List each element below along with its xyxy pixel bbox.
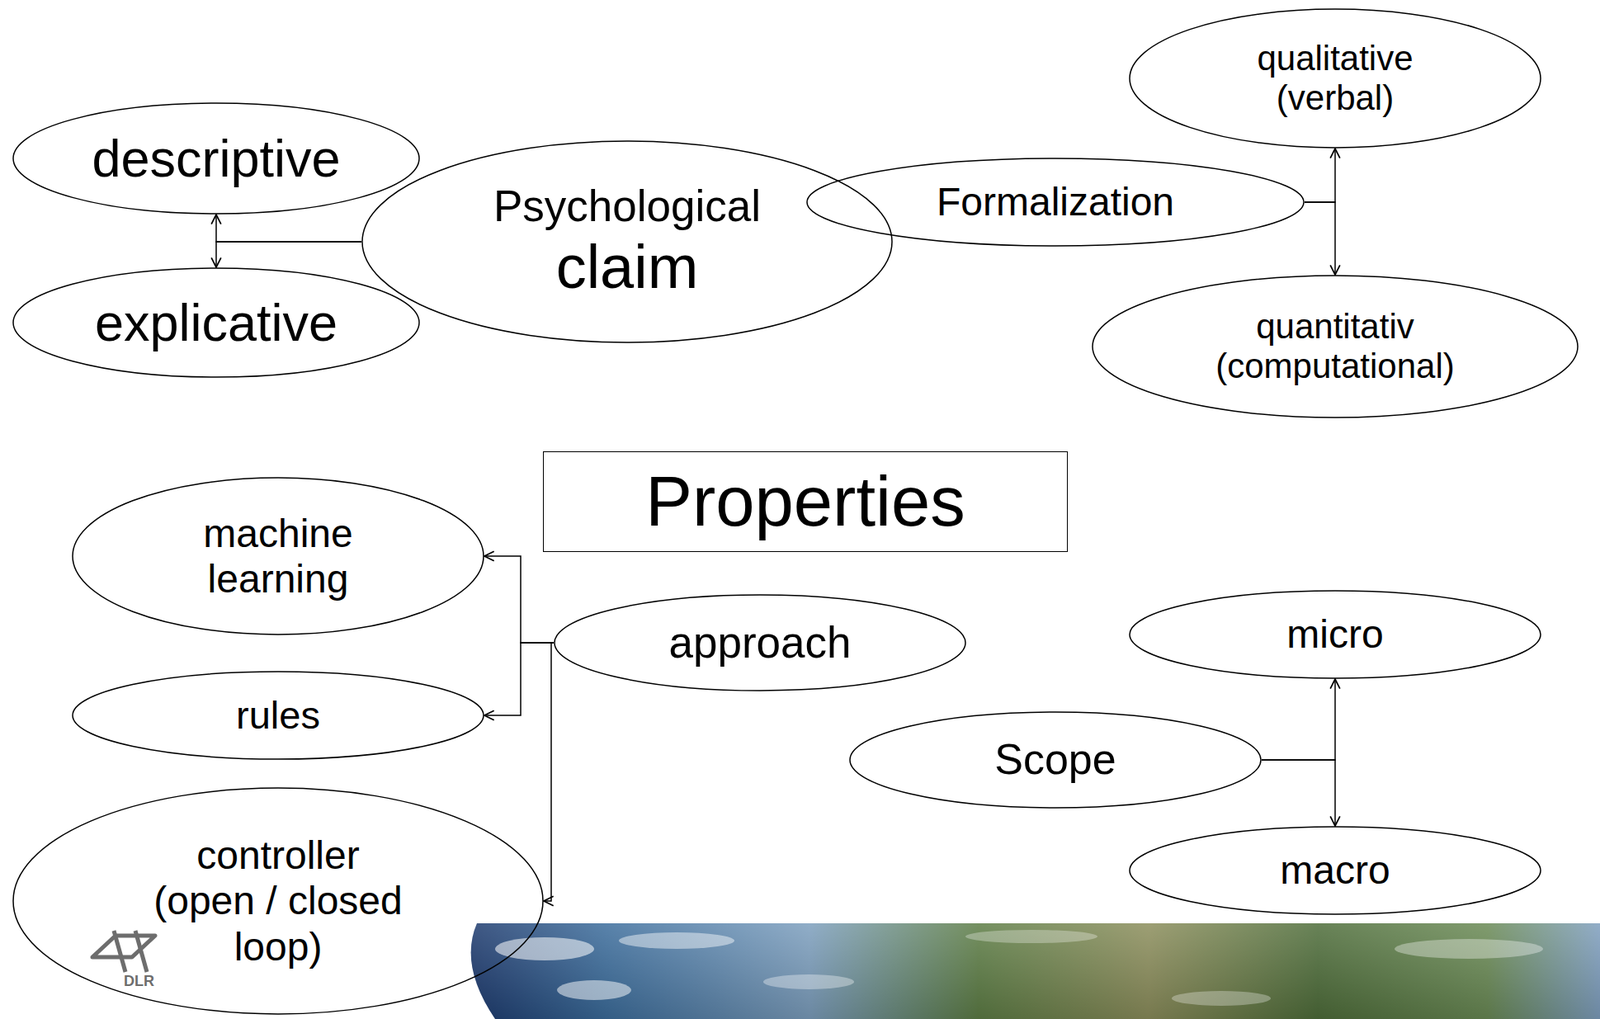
ellipse-node: controller (open / closed loop) — [12, 787, 544, 1015]
ellipse-node: qualitative (verbal) — [1128, 8, 1542, 149]
ellipse-node: Formalization — [806, 157, 1305, 247]
earth-surface — [471, 923, 1600, 1019]
ellipse-node: Psychologicalclaim — [361, 140, 893, 344]
node-label: rules — [235, 693, 321, 738]
ellipse-node: explicative — [12, 267, 421, 378]
ellipse-border — [362, 141, 893, 343]
ellipse-node: approach — [553, 594, 967, 692]
ellipse-node: descriptive — [12, 102, 421, 215]
ellipse-node: Scope — [849, 711, 1262, 809]
node-label: approach — [668, 618, 851, 669]
text-group: macro — [1279, 847, 1390, 893]
ellipse-border — [13, 788, 543, 1015]
arrow-connector — [1261, 679, 1336, 760]
node-label: Formalization — [936, 179, 1175, 225]
node-label: claim — [556, 231, 699, 303]
node-label: controller (open / closed loop) — [146, 832, 411, 970]
text-group: machine learning — [187, 510, 369, 602]
text-group: descriptive — [91, 128, 340, 189]
ellipse-border — [13, 103, 420, 214]
text-group: controller (open / closed loop) — [146, 832, 411, 970]
ellipse-border — [13, 268, 420, 378]
text-group: explicative — [94, 292, 338, 353]
ellipse-node: macro — [1128, 825, 1542, 916]
logo-symbol — [92, 930, 156, 973]
ellipse-border — [72, 477, 484, 635]
text-group: rules — [235, 693, 321, 738]
text-group: quantitativ (computational) — [1207, 306, 1464, 388]
node-label: quantitativ (computational) — [1207, 306, 1464, 388]
node-label: Scope — [994, 735, 1116, 785]
ellipse-border — [1092, 275, 1578, 418]
ellipse-border — [807, 158, 1304, 246]
text-group: approach — [668, 618, 851, 669]
node-label: micro — [1286, 611, 1383, 657]
arrow-connector — [543, 642, 554, 902]
node-label: explicative — [94, 292, 338, 353]
arrow-connector — [484, 642, 554, 716]
node-label: machine learning — [187, 510, 369, 602]
text-group: Properties — [645, 461, 965, 543]
cloud-layer — [495, 929, 1544, 1006]
arrow-connector — [1261, 759, 1336, 826]
text-group: micro — [1286, 611, 1383, 657]
arrow-connector — [484, 556, 554, 643]
text-group: qualitative (verbal) — [1236, 38, 1435, 119]
ellipse-node: quantitativ (computational) — [1091, 274, 1579, 419]
text-group: Formalization — [936, 179, 1175, 225]
earth-shade — [471, 923, 1600, 1019]
text-group: Scope — [994, 735, 1116, 785]
node-label: Psychological — [493, 181, 761, 232]
ellipse-border — [1129, 9, 1541, 148]
ellipse-border — [1129, 826, 1541, 915]
ellipse-node: rules — [71, 670, 485, 760]
arrow-connector — [216, 241, 362, 268]
heading-box: Properties — [542, 451, 1068, 553]
arrow-connector — [1304, 202, 1336, 275]
ellipse-node: micro — [1128, 589, 1542, 680]
logo-text: DLR — [123, 973, 155, 991]
arrow-connector — [216, 214, 362, 242]
ellipse-border — [72, 671, 484, 760]
node-label: Properties — [645, 461, 965, 543]
text-group: Psychologicalclaim — [493, 181, 761, 303]
ellipse-outline — [71, 476, 485, 636]
arrow-connector — [1304, 148, 1336, 203]
ellipse-border — [554, 594, 966, 691]
ellipse-border — [1129, 590, 1541, 679]
ellipse-border — [849, 712, 1261, 808]
node-label: macro — [1279, 847, 1390, 893]
node-label: qualitative (verbal) — [1236, 38, 1435, 119]
ellipse-node: machine learning — [71, 476, 485, 636]
node-label: descriptive — [91, 128, 340, 189]
